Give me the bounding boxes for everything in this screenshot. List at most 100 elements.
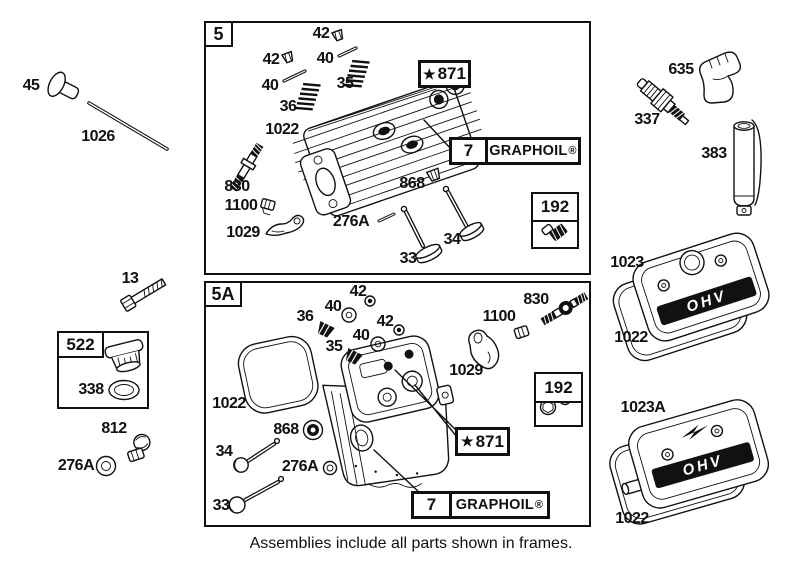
f5-callout-42b: 42 <box>262 51 280 68</box>
f5a-callout-830: 830 <box>523 291 549 308</box>
cylinder-head-front-drawing <box>322 335 455 488</box>
f5a-callout-35: 35 <box>325 338 343 355</box>
callout-338: 338 <box>78 381 104 398</box>
callout-337: 337 <box>634 111 660 128</box>
f5a-callout-33: 33 <box>212 497 230 514</box>
stud-830-f5a-drawing <box>540 292 589 326</box>
valve-34-f5-drawing <box>442 185 485 242</box>
oil-cap-drawing <box>104 339 144 373</box>
graphoil-badge-f5: 7 GRAPHOIL® <box>449 137 581 165</box>
frame-5-tag-label: 5 <box>213 23 224 44</box>
brand-logo-icon <box>681 424 709 440</box>
star-icon: ★ <box>423 65 436 82</box>
graphoil-number: 7 <box>414 494 452 516</box>
star-871-badge-f5a: ★ 871 <box>455 427 510 456</box>
callout-1022-bottom: 1022 <box>615 510 649 527</box>
stud-830-f5-drawing <box>229 142 264 192</box>
f5a-callout-42b: 42 <box>376 313 394 330</box>
f5a-callout-868: 868 <box>273 421 299 438</box>
push-rod-drawing <box>87 101 169 151</box>
frame-5a-tag-label: 5A <box>211 283 235 304</box>
frame-5a-tag: 5A <box>204 281 242 307</box>
f5a-callout-40a: 40 <box>324 298 342 315</box>
callout-635: 635 <box>668 61 694 78</box>
f5-callout-35: 35 <box>336 75 354 92</box>
leader-line-graphoil-f5a <box>373 449 421 494</box>
f5a-callout-1029: 1029 <box>449 362 483 379</box>
f5a-callout-40b: 40 <box>352 327 370 344</box>
star-871-number: 871 <box>475 431 504 451</box>
f5-callout-276a: 276A <box>332 213 370 230</box>
f5-callout-40b: 40 <box>261 77 279 94</box>
breather-tube-drawing <box>733 119 762 216</box>
cap-868-f5-drawing <box>425 167 441 182</box>
registered-mark-icon: ® <box>534 499 544 511</box>
f5-callout-40a: 40 <box>316 50 334 67</box>
washer-276a-left-drawing <box>95 455 117 477</box>
frame-5-tag: 5 <box>204 21 233 47</box>
kit-192-label: 192 <box>533 194 577 222</box>
rocker-gasket-1022-f5a-drawing <box>237 335 319 414</box>
callout-1026: 1026 <box>81 128 115 145</box>
f5-callout-33: 33 <box>399 250 417 267</box>
star-871-badge-f5: ★ 871 <box>418 60 471 88</box>
f5a-callout-276a: 276A <box>281 458 319 475</box>
f5-callout-1029: 1029 <box>226 224 260 241</box>
f5a-callout-34: 34 <box>215 443 233 460</box>
seal-868-f5a-drawing <box>302 419 324 441</box>
rocker-arm-1029-f5a-drawing <box>468 329 500 370</box>
f5-callout-42a: 42 <box>312 25 330 42</box>
callout-1022-top: 1022 <box>614 329 648 346</box>
spark-plug-boot-drawing <box>698 51 742 104</box>
guide-plate-1100-f5-drawing <box>260 198 276 216</box>
f5-callout-34: 34 <box>443 231 461 248</box>
graphoil-badge-f5a: 7 GRAPHOIL® <box>411 491 550 519</box>
washer-276a-f5a-drawing <box>322 460 338 476</box>
registered-mark-icon: ® <box>568 145 577 157</box>
washer-40a-f5a-drawing <box>341 307 357 323</box>
f5-callout-1100: 1100 <box>224 197 258 214</box>
callout-276a-left: 276A <box>57 457 95 474</box>
f5a-callout-1100: 1100 <box>482 308 516 325</box>
star-871-number: 871 <box>437 64 466 83</box>
leader-line-graphoil-f5 <box>423 119 452 150</box>
spark-plug-drawing <box>636 78 690 126</box>
callout-812: 812 <box>101 420 127 437</box>
retainer-36-f5a-drawing <box>317 321 335 338</box>
valve-spring-36-drawing <box>295 82 321 111</box>
keeper-42b-drawing <box>281 50 294 64</box>
bolt-drawing <box>120 278 167 312</box>
star-icon: ★ <box>461 433 474 449</box>
kit-192-label: 192 <box>536 374 581 403</box>
f5-callout-830: 830 <box>224 178 250 195</box>
valve-cover-1023-drawing: OHV <box>632 232 770 342</box>
f5a-callout-42a: 42 <box>349 283 367 300</box>
pin-276a-f5-drawing <box>377 212 396 223</box>
keeper-42b-f5a-drawing <box>393 324 405 336</box>
caption: Assemblies include all parts shown in fr… <box>249 535 573 552</box>
graphoil-number: 7 <box>452 140 488 162</box>
valve-33-f5-drawing <box>400 205 443 264</box>
valve-34-f5a-drawing <box>233 437 281 473</box>
tappet-drawing <box>47 71 80 100</box>
kit-192-badge-f5: 192 <box>531 192 579 249</box>
callout-13: 13 <box>121 270 139 287</box>
f5-callout-868: 868 <box>399 175 425 192</box>
frame-5 <box>204 21 591 275</box>
pin-40a-drawing <box>337 46 358 58</box>
breather-valve-drawing <box>127 433 151 463</box>
washer-40b-f5a-drawing <box>370 336 386 352</box>
f5-callout-1022: 1022 <box>265 121 299 138</box>
f5a-callout-1022: 1022 <box>212 395 246 412</box>
f5a-callout-36: 36 <box>296 308 314 325</box>
graphoil-name: GRAPHOIL <box>455 497 534 513</box>
head-gasket-edge-drawing <box>307 86 437 132</box>
guide-plate-1100-f5a-drawing <box>513 325 530 340</box>
rocker-arm-1029-f5-drawing <box>265 214 305 236</box>
keeper-42a-drawing <box>331 28 344 42</box>
f5-callout-36: 36 <box>279 98 297 115</box>
valve-33-f5a-drawing <box>228 475 285 514</box>
kit-192-badge-f5a: 192 <box>534 372 583 427</box>
